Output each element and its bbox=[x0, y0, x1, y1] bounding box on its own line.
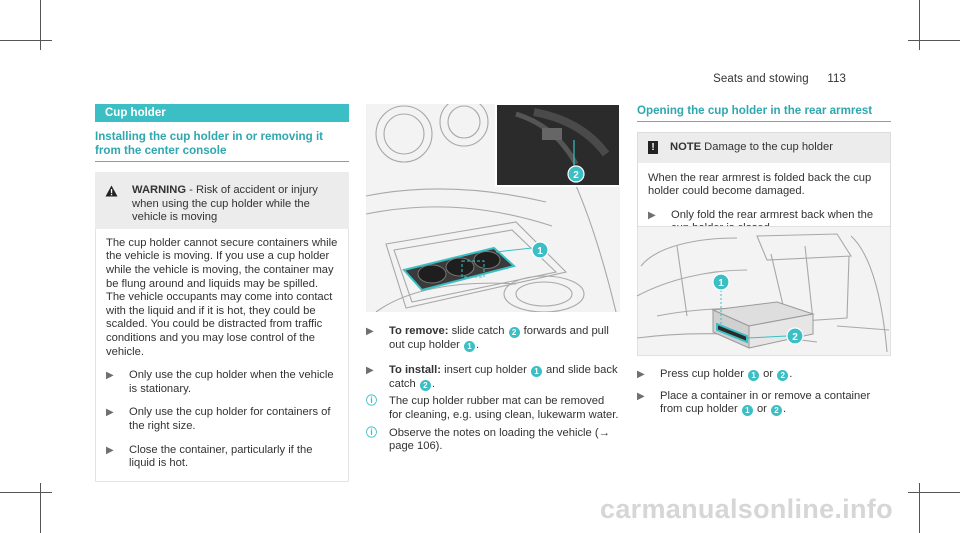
notice-icon: ! bbox=[648, 141, 658, 155]
instruction-text: . bbox=[789, 368, 793, 380]
remove-instruction: To remove: slide catch 2 forwards and pu… bbox=[389, 325, 620, 352]
callout-badge: 2 bbox=[419, 379, 431, 391]
subsection-heading: Installing the cup holder in or removing… bbox=[95, 130, 349, 162]
callout-1: 1 bbox=[531, 241, 549, 259]
crop-mark bbox=[908, 492, 960, 493]
install-label: To install: bbox=[389, 364, 441, 377]
warning-text: - Risk of accident or injury when using … bbox=[132, 184, 318, 224]
instruction-text: Place a container in or remove a contain… bbox=[660, 389, 871, 416]
instruction-text: . bbox=[783, 403, 787, 416]
info-text: The cup holder rubber mat can be removed… bbox=[389, 395, 619, 421]
running-header: Seats and stowing 113 bbox=[713, 73, 846, 85]
bullet-arrow-icon: ▶ bbox=[366, 365, 374, 377]
warning-paragraph: The cup holder cannot secure containers … bbox=[106, 236, 338, 358]
bullet-arrow-icon: ▶ bbox=[106, 407, 114, 419]
rear-armrest-figure: 1 2 bbox=[636, 225, 892, 357]
callout-badge: 1 bbox=[748, 370, 760, 381]
right-column: Opening the cup holder in the rear armre… bbox=[637, 104, 891, 247]
callout-badge: 2 bbox=[771, 405, 783, 417]
right-steps: ▶ Press cup holder 1 or 2. ▶ Place a con… bbox=[637, 368, 891, 417]
section-title: Seats and stowing bbox=[713, 73, 809, 85]
note-title: NOTE Damage to the cup holder bbox=[670, 141, 833, 155]
bullet-arrow-icon: ▶ bbox=[106, 370, 114, 382]
info-note: ⓘ Observe the notes on loading the vehic… bbox=[366, 427, 620, 454]
callout-badge: 1 bbox=[530, 366, 542, 378]
left-column: Cup holder Installing the cup holder in … bbox=[95, 104, 349, 482]
bullet-text: Close the container, particularly if the… bbox=[129, 443, 313, 470]
callout-badge: 1 bbox=[464, 340, 476, 352]
instruction-text: . bbox=[476, 338, 480, 351]
list-item: ▶ Only use the cup holder when the vehicl… bbox=[106, 369, 338, 396]
bullet-arrow-icon: ▶ bbox=[366, 326, 374, 337]
list-item: ▶ Close the container, particularly if th… bbox=[106, 444, 338, 471]
cup-holder-tray bbox=[402, 246, 533, 292]
page-number: 113 bbox=[827, 73, 846, 85]
armrest bbox=[711, 290, 815, 349]
section-title-bar: Cup holder bbox=[95, 104, 349, 122]
warning-label: WARNING bbox=[132, 184, 187, 196]
svg-text:1: 1 bbox=[718, 278, 724, 289]
instruction-text: or bbox=[753, 403, 771, 416]
bullet-arrow-icon: ▶ bbox=[648, 209, 656, 221]
middle-column: ▶ To remove: slide catch 2 forwards and … bbox=[366, 325, 620, 454]
center-console-illustration: 1 2 bbox=[365, 97, 621, 313]
warning-triangle-icon bbox=[105, 185, 118, 197]
info-text[interactable]: Observe the notes on loading the vehicle… bbox=[389, 426, 610, 453]
subsection-heading: Opening the cup holder in the rear armre… bbox=[637, 104, 891, 122]
step-instruction: Place a container in or remove a contain… bbox=[660, 390, 891, 417]
remove-step: ▶ To remove: slide catch 2 forwards and … bbox=[366, 325, 620, 352]
install-step: ▶ To install: insert cup holder 1 and sl… bbox=[366, 364, 620, 391]
rear-armrest-illustration: 1 2 bbox=[636, 225, 892, 357]
instruction-text: or bbox=[760, 368, 777, 380]
info-icon: ⓘ bbox=[366, 395, 377, 408]
callout-badge: 2 bbox=[508, 327, 520, 338]
step-instruction: Press cup holder 1 or 2. bbox=[660, 368, 792, 382]
instruction-text: . bbox=[431, 377, 435, 390]
inset-detail bbox=[495, 103, 621, 187]
note-box: ! NOTE Damage to the cup holder When the… bbox=[637, 132, 891, 247]
center-console-figure: 1 2 bbox=[365, 97, 621, 313]
info-icon: ⓘ bbox=[366, 426, 377, 439]
bullet-arrow-icon: ▶ bbox=[637, 390, 645, 402]
svg-text:1: 1 bbox=[537, 246, 543, 257]
warning-header: WARNING - Risk of accident or injury whe… bbox=[95, 172, 349, 229]
warning-title: WARNING - Risk of accident or injury whe… bbox=[132, 184, 339, 225]
instruction-text: slide catch bbox=[448, 325, 508, 337]
bullet-arrow-icon: ▶ bbox=[106, 444, 114, 456]
crop-mark bbox=[919, 483, 920, 533]
crop-mark bbox=[919, 0, 920, 50]
callout-1: 1 bbox=[712, 273, 730, 291]
warning-box: WARNING - Risk of accident or injury whe… bbox=[95, 172, 349, 482]
info-note: ⓘ The cup holder rubber mat can be remov… bbox=[366, 395, 620, 422]
warning-body: The cup holder cannot secure containers … bbox=[95, 228, 349, 482]
crop-mark bbox=[908, 40, 960, 41]
remove-label: To remove: bbox=[389, 325, 449, 337]
note-paragraph: When the rear armrest is folded back the… bbox=[648, 171, 872, 198]
callout-2: 2 bbox=[567, 165, 585, 183]
note-label: NOTE bbox=[670, 141, 702, 153]
install-instruction: To install: insert cup holder 1 and slid… bbox=[389, 364, 620, 391]
callout-badge: 1 bbox=[741, 405, 753, 417]
callout-2: 2 bbox=[786, 327, 804, 345]
instruction-text: forwards and pull out cup holder bbox=[389, 325, 609, 351]
instruction-text: insert cup holder bbox=[441, 364, 530, 377]
watermark: carmanualsonline.info bbox=[600, 494, 893, 524]
bullet-text: Only use the cup holder for containers o… bbox=[129, 406, 331, 432]
instruction-text: and slide back catch bbox=[389, 364, 618, 390]
svg-text:2: 2 bbox=[573, 170, 579, 181]
note-header: ! NOTE Damage to the cup holder bbox=[638, 133, 890, 163]
svg-text:2: 2 bbox=[792, 332, 798, 343]
crop-mark bbox=[40, 0, 41, 50]
press-step: ▶ Press cup holder 1 or 2. bbox=[637, 368, 891, 382]
list-item: ▶ Only use the cup holder for containers … bbox=[106, 406, 338, 433]
callout-badge: 2 bbox=[777, 370, 789, 381]
place-step: ▶ Place a container in or remove a conta… bbox=[637, 390, 891, 417]
bullet-text: Only use the cup holder when the vehicle… bbox=[129, 369, 334, 395]
crop-mark bbox=[40, 483, 41, 533]
note-text: Damage to the cup holder bbox=[701, 141, 833, 153]
bullet-arrow-icon: ▶ bbox=[637, 369, 645, 380]
crop-mark bbox=[0, 40, 52, 41]
crop-mark bbox=[0, 492, 52, 493]
instruction-text: Press cup holder bbox=[660, 368, 748, 380]
